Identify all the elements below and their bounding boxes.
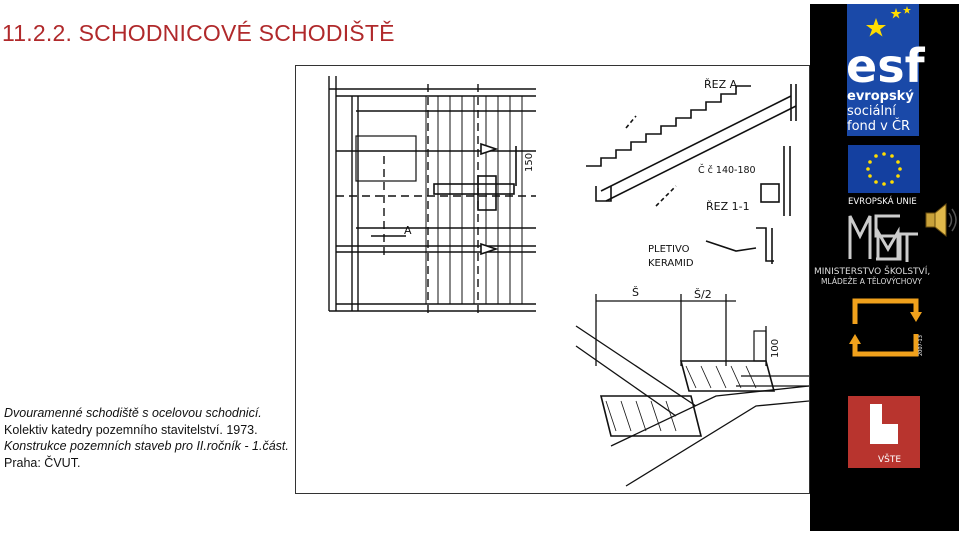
opvk-logo	[852, 298, 919, 357]
slide-title: 11.2.2. SCHODNICOVÉ SCHODIŠTĚ	[2, 20, 395, 46]
esf-line2: sociální	[847, 104, 896, 119]
caption-line4: Praha: ČVUT.	[4, 455, 81, 470]
vste-logo: VŠTE	[848, 396, 920, 468]
vste-label: VŠTE	[878, 453, 901, 465]
esf-line1: evropský	[847, 89, 914, 104]
msmt-line2: MLÁDEŽE A TĚLOVÝCHOVY	[821, 277, 922, 286]
label-keramid: KERAMID	[648, 258, 694, 269]
logo-sidebar: esf evropský sociální fond v ČR EVROPSKÁ…	[810, 4, 959, 531]
caption-line3: Konstrukce pozemních staveb pro II.roční…	[4, 439, 289, 453]
label-rez-a: ŘEZ A	[704, 78, 738, 91]
msmt-line1: MINISTERSTVO ŠKOLSTVÍ,	[814, 265, 930, 277]
esf-line3: fond v ČR	[847, 118, 910, 134]
label-channel: Č č 140-180	[698, 164, 756, 176]
esf-logo: esf evropský sociální fond v ČR	[846, 4, 926, 136]
dim-100: 100	[770, 339, 781, 358]
msmt-logo	[848, 214, 918, 262]
eu-flag-logo: EVROPSKÁ UNIE	[848, 145, 920, 207]
dim-s: Š	[632, 286, 639, 299]
caption-line2: Kolektiv katedry pozemního stavitelství.…	[4, 422, 258, 437]
eu-label: EVROPSKÁ UNIE	[848, 195, 917, 207]
label-pletivo: PLETIVO	[648, 244, 690, 255]
source-caption: Dvouramenné schodiště s ocelovou schodni…	[4, 405, 294, 471]
caption-line1: Dvouramenné schodiště s ocelovou schodni…	[4, 406, 262, 420]
stair-drawing: A 150 ŘEZ A Č č 140-180 ŘEZ 1-1 PLETIVO …	[295, 65, 810, 494]
esf-logo-text: esf	[846, 39, 926, 93]
speaker-icon[interactable]	[922, 200, 958, 240]
label-a: A	[404, 224, 412, 237]
opvk-years: 2007-13	[918, 335, 924, 356]
dim-150: 150	[524, 153, 535, 172]
label-rez-11: ŘEZ 1-1	[706, 200, 750, 213]
dim-s2: Š/2	[694, 288, 712, 301]
